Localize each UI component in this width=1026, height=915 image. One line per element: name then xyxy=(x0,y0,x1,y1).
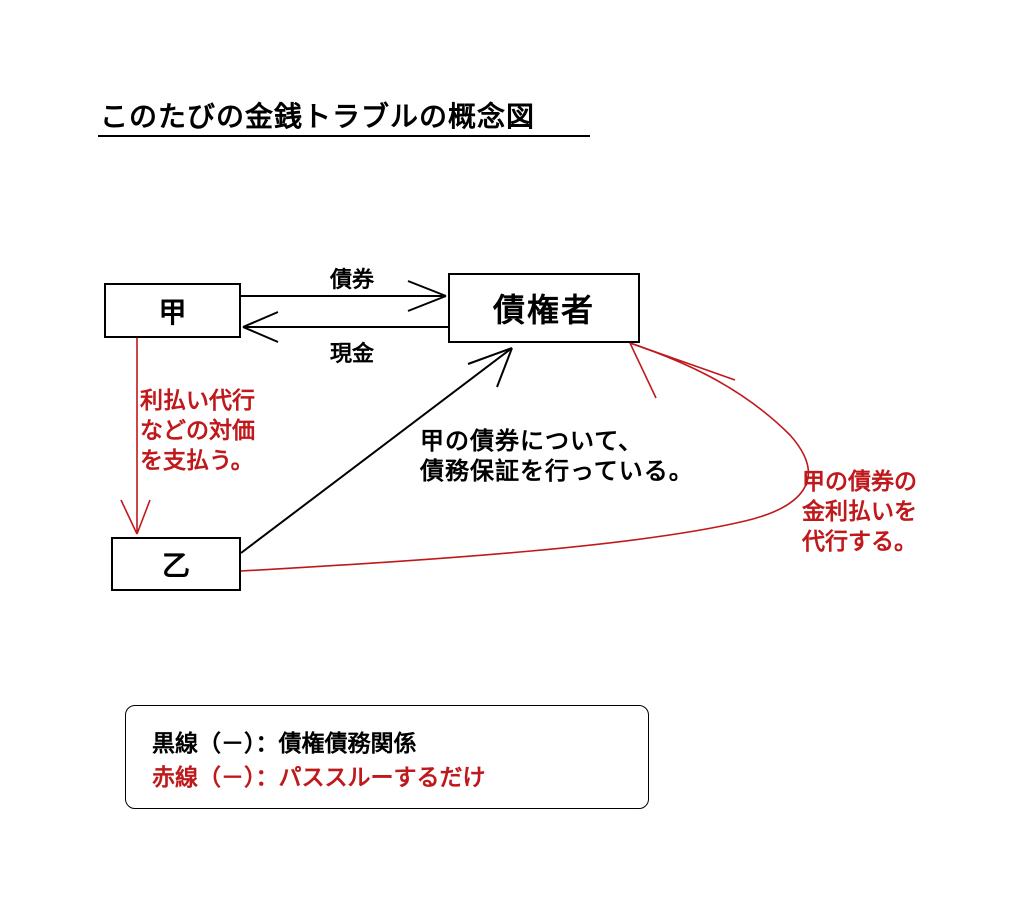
bond-arrow xyxy=(241,280,447,312)
cash-label: 現金 xyxy=(330,342,375,367)
payment-note-line: を支払う。 xyxy=(140,448,254,474)
interest-arrow xyxy=(240,342,810,572)
guarantee-note-line: 甲の債券について、 xyxy=(420,427,644,455)
interest-note-line: 金利払いを xyxy=(802,499,917,525)
title-underline xyxy=(98,135,590,137)
legend-black: 黒線（－）：債権債務関係 xyxy=(152,731,417,757)
guarantee-note: 甲の債券について、 債務保証を行っている。 xyxy=(420,426,694,486)
guarantee-arrow xyxy=(240,347,513,554)
node-otsu: 乙 xyxy=(111,537,241,591)
payment-note: 利払い代行 などの対価 を支払う。 xyxy=(140,386,255,476)
legend-box: 黒線（－）：債権債務関係 赤線（－）：パススルーするだけ xyxy=(125,705,649,809)
interest-note-line: 代行する。 xyxy=(802,529,917,555)
cash-arrow xyxy=(242,311,448,343)
payment-note-line: 利払い代行 xyxy=(140,388,255,414)
bond-label: 債券 xyxy=(330,268,375,293)
payment-arrow xyxy=(120,338,151,535)
node-creditor: 債権者 xyxy=(448,273,640,343)
interest-note-line: 甲の債券の xyxy=(802,469,917,495)
guarantee-note-line: 債務保証を行っている。 xyxy=(420,457,694,485)
interest-note: 甲の債券の 金利払いを 代行する。 xyxy=(802,467,917,557)
node-kou: 甲 xyxy=(104,283,241,338)
interest-arrowhead xyxy=(628,341,736,399)
legend-red: 赤線（－）：パススルーするだけ xyxy=(152,765,486,791)
payment-note-line: などの対価 xyxy=(140,418,255,444)
page-title: このたびの金銭トラブルの概念図 xyxy=(100,100,536,133)
